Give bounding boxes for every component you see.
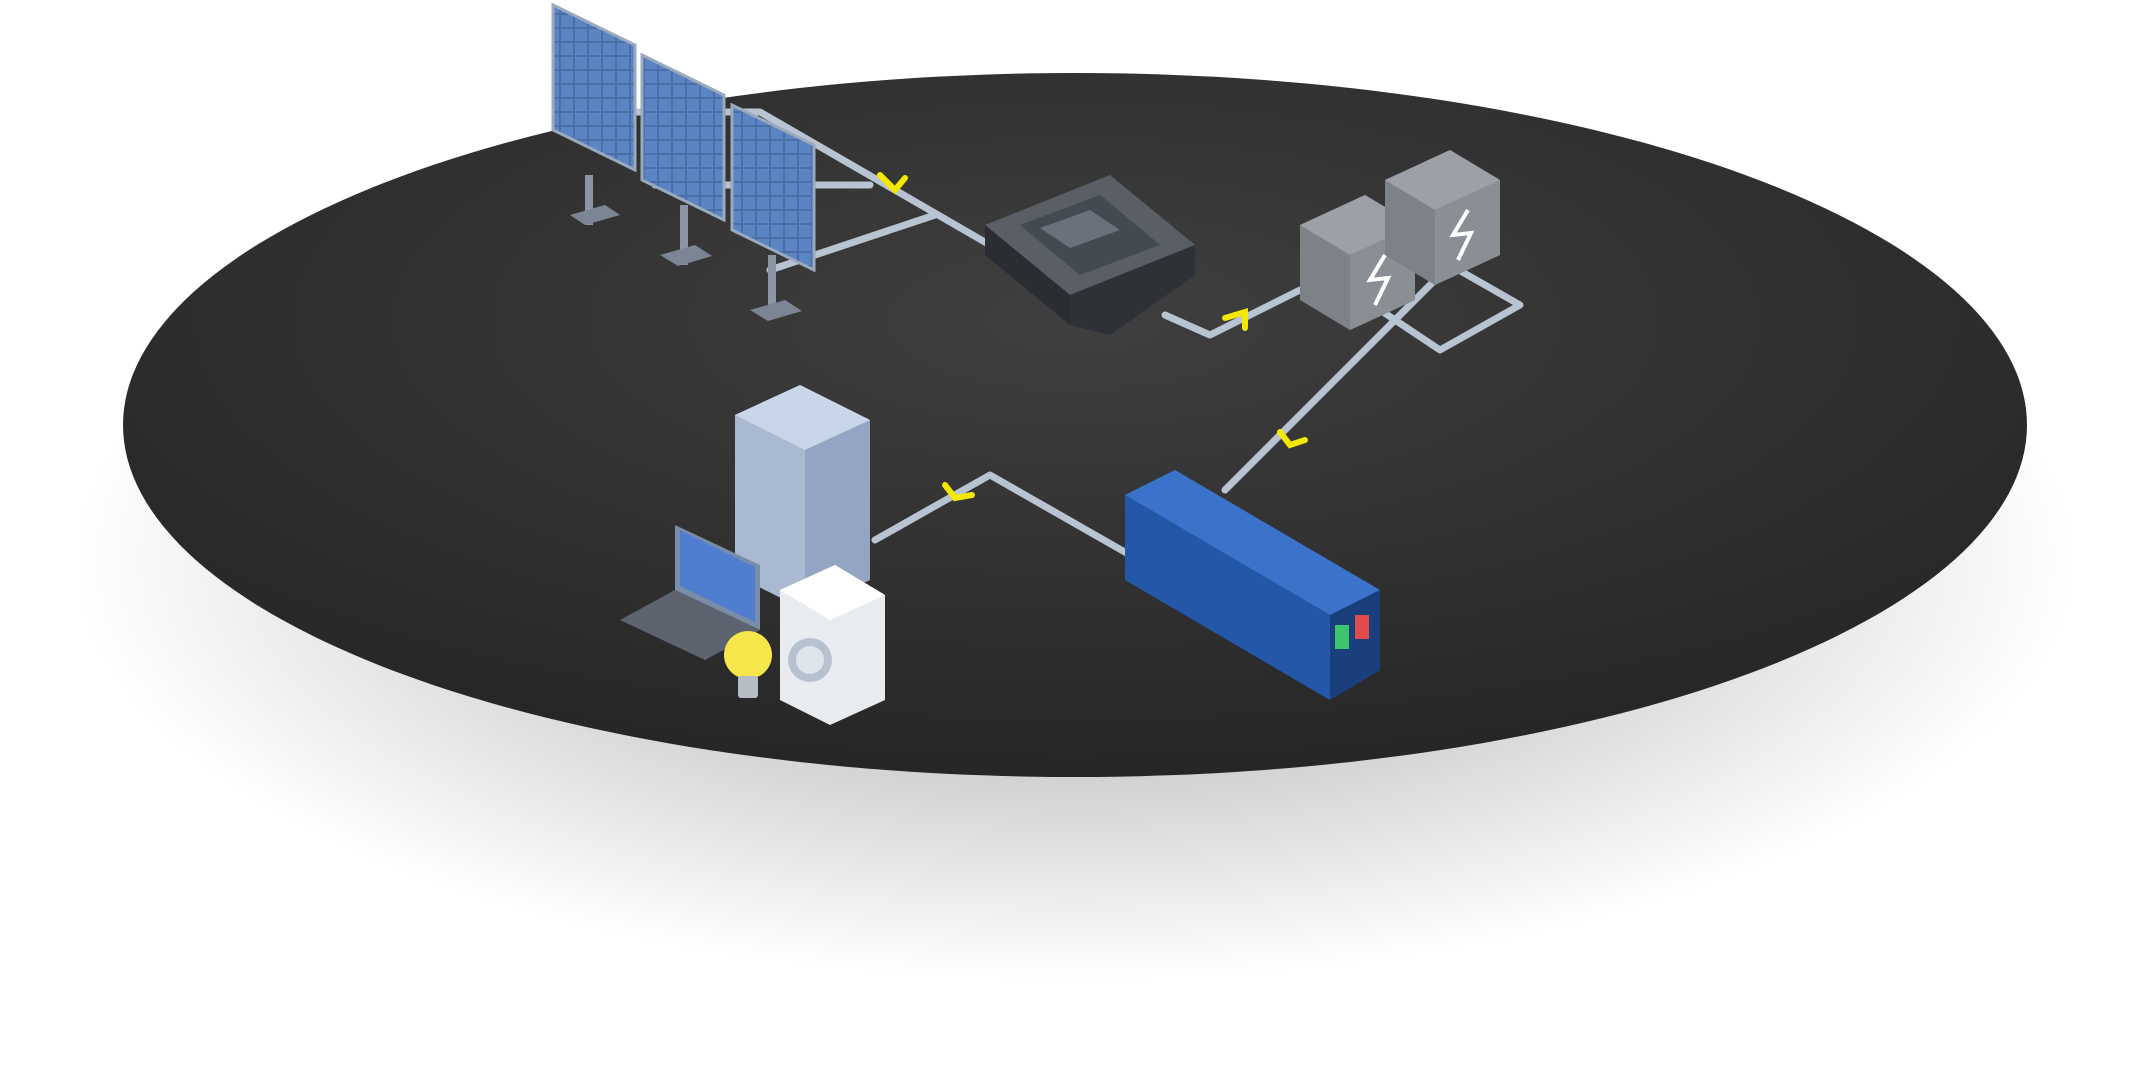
flow-arrow-1 — [877, 172, 908, 195]
charge-controller-icon — [985, 175, 1195, 335]
flow-arrow-2 — [1222, 307, 1248, 331]
battery-2 — [1385, 150, 1500, 285]
inverter-icon — [1125, 470, 1380, 700]
solar-panel-3 — [730, 102, 816, 321]
solar-panel-icon — [551, 2, 816, 321]
cable-battery-to-inverter — [1221, 261, 1524, 494]
flow-arrow-4 — [942, 482, 975, 502]
solar-panel-1 — [551, 2, 637, 225]
battery-icon — [1300, 150, 1500, 330]
refrigerator — [735, 385, 870, 610]
platform — [123, 73, 2027, 777]
laptop — [620, 525, 760, 660]
appliances-icon — [620, 385, 885, 725]
light-bulb — [724, 631, 772, 698]
washing-machine — [780, 565, 885, 725]
flow-arrows — [877, 172, 1308, 502]
solar-panel-2 — [640, 52, 726, 266]
cable-inverter-to-loads — [871, 471, 1134, 559]
cable-controller-to-battery — [1161, 286, 1304, 339]
flow-arrow-3 — [1277, 429, 1308, 449]
